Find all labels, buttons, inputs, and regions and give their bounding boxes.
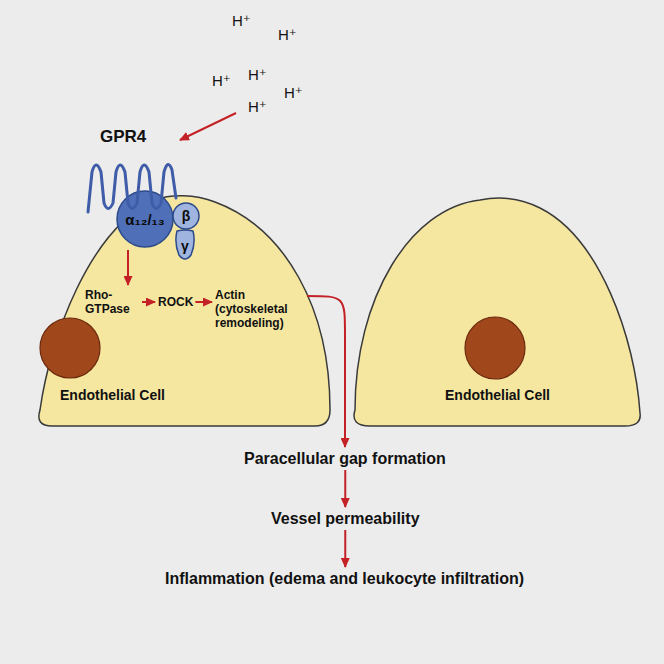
node-label: Actin (cytoskeletal remodeling) xyxy=(215,288,305,330)
node-label: Endothelial Cell xyxy=(445,387,550,403)
g-alpha-subunit: α₁₂/₁₃ xyxy=(116,190,174,248)
pathway-step: ROCK xyxy=(158,295,193,309)
pathway-arrow xyxy=(344,470,346,507)
pathway-step: Rho-GTPase xyxy=(85,288,140,316)
g-beta-subunit: β xyxy=(172,202,200,230)
node-label: β xyxy=(182,208,191,224)
outcome-step: Inflammation (edema and leukocyte infilt… xyxy=(165,570,524,588)
nucleus xyxy=(465,317,525,379)
pathway-arrow xyxy=(344,530,346,567)
label-holder: GPR4 xyxy=(100,127,146,147)
node-label: α₁₂/₁₃ xyxy=(125,211,164,228)
receptor-name: GPR4 xyxy=(100,127,146,146)
endothelial-cell: Endothelial Cell xyxy=(350,188,645,428)
pathway-arrow xyxy=(127,250,129,285)
pathway-arrow xyxy=(195,301,212,303)
node-label: Rho-GTPase xyxy=(85,288,140,316)
proton-label: H⁺ xyxy=(212,72,231,89)
label-holder: H⁺ xyxy=(248,66,267,84)
label-holder: H⁺ xyxy=(232,12,251,30)
label-holder: H⁺ xyxy=(212,72,231,90)
outcome-step: Paracellular gap formation xyxy=(244,450,446,468)
endothelial-cell-shape xyxy=(39,196,330,426)
pathway-arrow xyxy=(307,296,345,447)
proton-label: H⁺ xyxy=(248,66,267,83)
g-gamma-subunit: γ xyxy=(173,229,197,263)
pathway-arrow xyxy=(142,301,155,303)
proton-arrow xyxy=(180,113,236,140)
label-holder: H⁺ xyxy=(248,98,267,116)
endothelial-cell-shape xyxy=(354,198,640,426)
node-label: Endothelial Cell xyxy=(60,387,165,403)
proton-label: H⁺ xyxy=(278,26,297,43)
gpr4-receptor xyxy=(88,164,176,212)
label-holder: H⁺ xyxy=(284,84,303,102)
endothelial-cell: Endothelial Cell α₁₂/₁₃ βγRho-GTPase ROCK Ac… xyxy=(30,188,335,428)
nucleus xyxy=(40,318,100,378)
outcome-step: Vessel permeability xyxy=(271,510,420,528)
pathway-step: Actin (cytoskeletal remodeling) xyxy=(215,288,305,330)
proton-label: H⁺ xyxy=(232,12,251,29)
node-label: γ xyxy=(181,238,189,254)
g-alpha-subunit-shape xyxy=(117,191,173,247)
g-gamma-subunit-shape xyxy=(176,230,194,259)
proton-label: H⁺ xyxy=(248,98,267,115)
proton-label: H⁺ xyxy=(284,84,303,101)
g-beta-subunit-shape xyxy=(173,203,199,229)
node-label: Paracellular gap formation xyxy=(244,450,446,468)
label-holder: H⁺ xyxy=(278,26,297,44)
node-label: Inflammation (edema and leukocyte infilt… xyxy=(165,570,524,588)
node-label: Vessel permeability xyxy=(271,510,420,528)
node-label: ROCK xyxy=(158,295,193,309)
